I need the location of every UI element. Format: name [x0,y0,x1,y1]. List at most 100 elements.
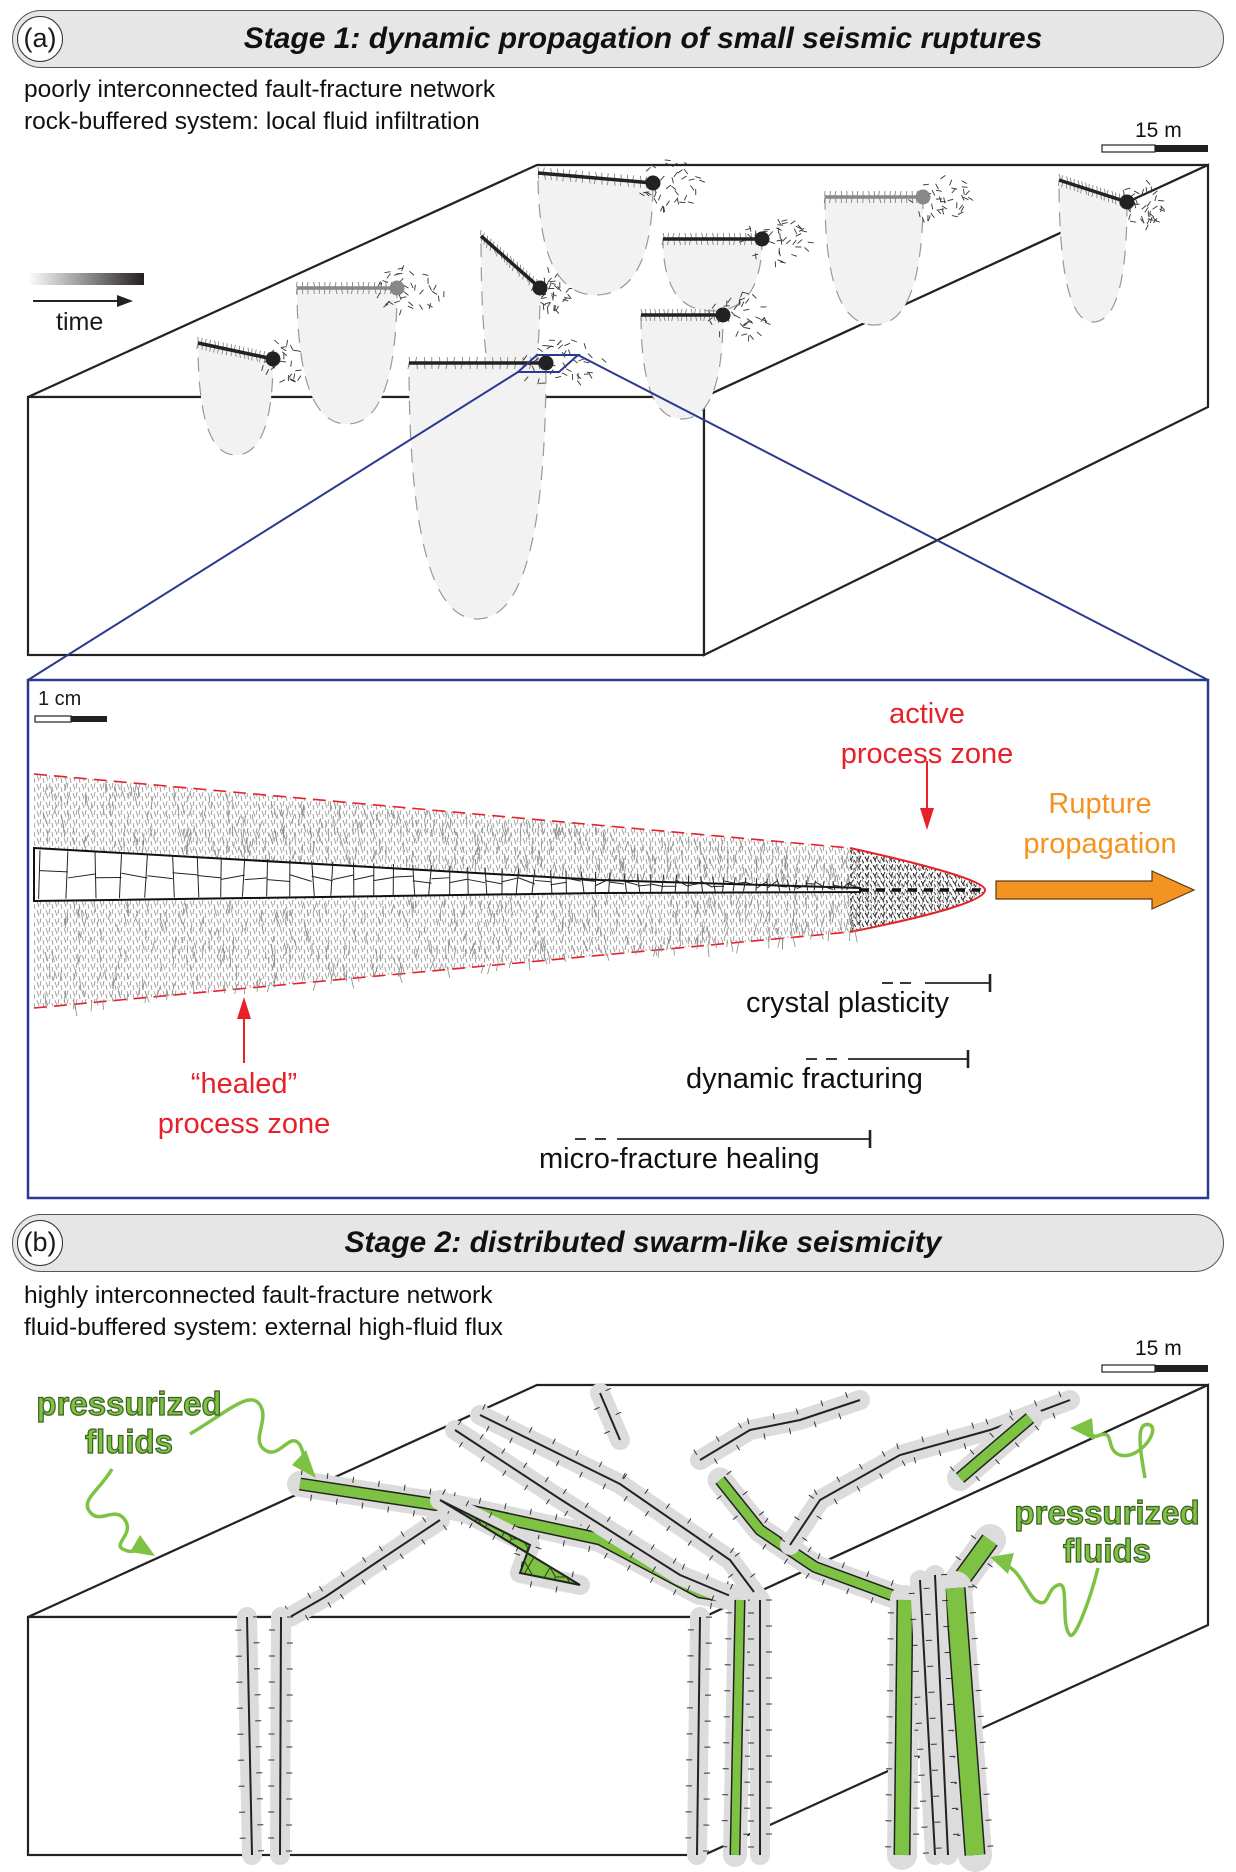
grain-boundary [776,878,781,891]
arrow-head-icon [292,1450,316,1478]
fracture-vein [690,1390,870,1470]
rupture-patch [537,159,706,296]
rupture-propagation-label-line-1: Rupture [1048,788,1152,820]
panel-b-scale-bar [1101,1364,1208,1373]
hypocenter-dot [754,231,770,247]
panel-b-label: (b) [17,1220,63,1266]
panel-a-subtext-line-2: rock-buffered system: local fluid infilt… [24,108,480,135]
grain-boundary [197,875,222,879]
grain-boundary [777,885,788,888]
grain-boundary [796,884,807,889]
grain-boundary [755,878,758,892]
fracture-vein [235,1607,264,1865]
grain-boundary [38,850,41,899]
halo-ticks [923,1573,960,1849]
fracture-vein [885,1585,923,1870]
fracture-vein [268,1607,294,1865]
grain-boundary [623,880,638,886]
active-zone-arrow [920,761,934,830]
grain-boundary [700,875,703,892]
fluid-arrow-1 [189,1398,310,1471]
grain-boundary [449,878,468,884]
halo-ticks [885,1599,923,1848]
grain-boundary [661,874,665,893]
grain-boundary [172,855,175,898]
grain-boundary [793,879,798,891]
panel-a-title: Stage 1: dynamic propagation of small se… [243,22,1043,55]
range-crystal-plasticity [882,974,992,992]
grain-boundary [267,879,290,883]
grain-boundary [515,868,520,894]
grain-boundary [841,882,851,889]
fault-trace [537,171,654,185]
panel-b-subtext: highly interconnected fault-fracture net… [24,1280,503,1344]
halo-ticks [685,1616,713,1852]
panel-a-subtext-line-1: poorly interconnected fault-fracture net… [24,76,496,103]
fracture-trace [454,1429,741,1601]
range-dynamic-fracturing [806,1050,970,1068]
panel-a-subtext: poorly interconnected fault-fracture net… [24,74,495,138]
fault-vein [33,846,980,903]
fluid-label-right-line-1: pressurized [1014,1493,1200,1531]
slip-patch [1058,179,1128,323]
grain-boundary [832,884,842,888]
fault-trace [1058,178,1128,204]
fluid-filled-vein [956,1414,1034,1482]
panel-a-label: (a) [17,16,63,62]
grain-boundary [121,872,148,879]
fluid-filled-vein [895,1599,912,1856]
halo-ticks [457,1419,734,1602]
panel-b-banner: (b) Stage 2: distributed swarm-like seis… [12,1214,1224,1272]
grain-boundary [241,858,246,897]
grain-boundary [221,874,245,880]
grain-boundary [144,854,148,898]
grain-boundary [412,864,416,895]
fracture-vein [470,1404,770,1610]
grain-boundary [745,881,757,887]
grain-boundary [840,881,843,891]
grain-boundary [609,881,625,885]
grain-boundary [712,876,716,892]
healed-zone-arrow [237,997,251,1063]
fracture-vein [923,1565,960,1865]
hypocenter-dot [532,280,548,296]
grain-boundary [39,870,68,873]
time-gradient-bar [28,273,144,285]
fault-trace [479,234,542,290]
grain-boundary [266,859,269,897]
arrow-head-icon [1070,1418,1094,1440]
fluid-filled-vein [731,1599,744,1856]
grain-boundary [412,880,432,884]
grain-boundary [650,883,664,888]
grain-boundary [67,873,96,879]
grain-boundary [766,880,778,889]
halo-ticks [268,1616,294,1852]
grain-boundary [723,880,736,884]
panel-b-diagram [26,1364,1210,1872]
fault-hatch [537,166,654,190]
grain-boundary [220,857,222,897]
grain-boundary [147,875,173,880]
grain-boundary [735,881,747,885]
grain-boundary [722,876,725,892]
grain-boundary [608,872,611,893]
grain-boundary [484,880,503,885]
micro-fractures [42,781,863,1017]
grain-boundary [676,879,689,888]
slip-patch [197,342,274,456]
process-zone-lobe [739,218,814,268]
grain-boundary [565,877,582,882]
rupture-patch [640,291,771,420]
grain-boundary [311,875,333,882]
hypocenter-dot [1119,194,1135,210]
rupture-patch [1058,173,1166,323]
grain-boundary [550,881,567,886]
grain-boundary [118,853,123,899]
hypocenter-dot [715,307,731,323]
grain-boundary [196,856,200,898]
grain-boundary [700,880,713,888]
slip-patch [824,196,924,326]
halo-ticks [748,1599,772,1848]
halo-ticks [693,1392,848,1464]
hypocenter-dot [538,355,554,371]
